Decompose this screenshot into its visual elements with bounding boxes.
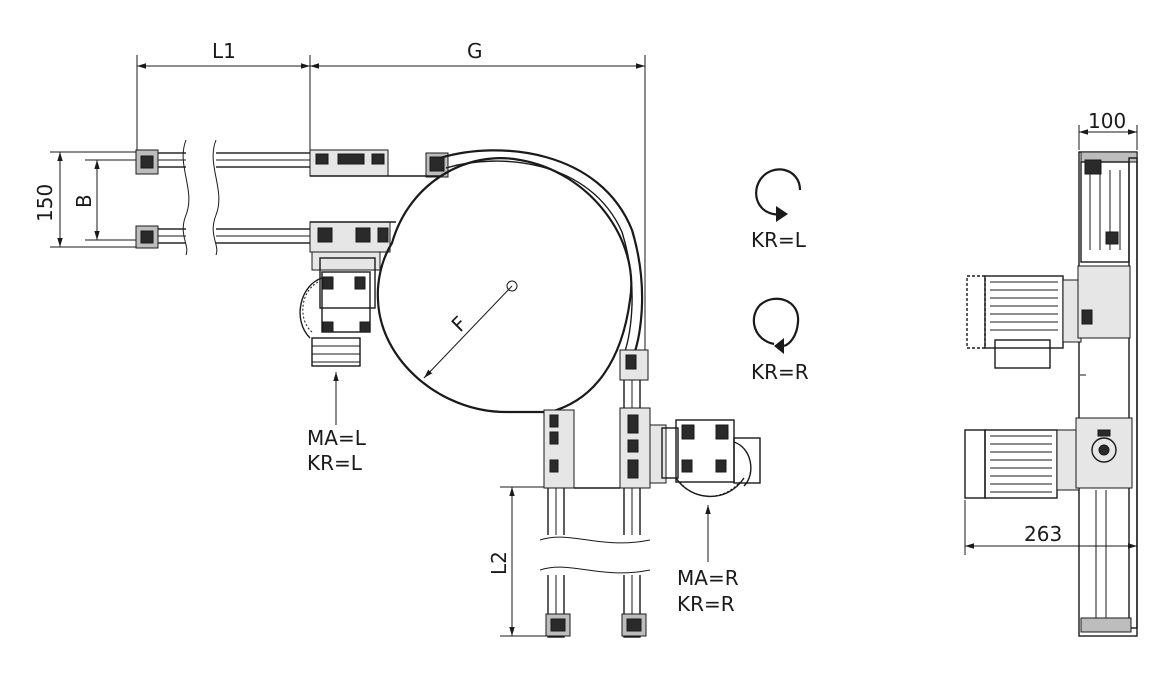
label-kr-l-top: KR=L xyxy=(751,228,807,252)
vertical-conveyor-section xyxy=(535,349,655,638)
rotation-icon-right xyxy=(752,297,800,354)
label-ma-r: MA=R xyxy=(677,566,739,590)
dim-l1: L1 xyxy=(212,39,236,63)
left-conveyor-section xyxy=(135,139,449,256)
motor-right xyxy=(649,419,761,498)
motor-left xyxy=(299,251,381,367)
side-view xyxy=(964,151,1138,637)
label-ma-l: MA=L xyxy=(307,426,367,450)
rotation-icon-left xyxy=(755,168,802,222)
dim-b: B xyxy=(72,194,96,208)
dim-100: 100 xyxy=(1088,109,1126,133)
label-kr-l-bottom: KR=L xyxy=(307,451,363,475)
dim-263: 263 xyxy=(1024,522,1062,546)
text-labels: L1 G 150 B F L2 100 263 KR=L KR=R MA=L K… xyxy=(33,39,1126,616)
curve-belt xyxy=(310,149,644,414)
label-kr-r-bottom: KR=R xyxy=(677,592,735,616)
dimension-lines xyxy=(50,55,1138,637)
dim-l2: L2 xyxy=(487,551,511,575)
dim-150: 150 xyxy=(33,184,57,222)
dim-g: G xyxy=(467,39,483,63)
label-kr-r-top: KR=R xyxy=(751,360,809,384)
